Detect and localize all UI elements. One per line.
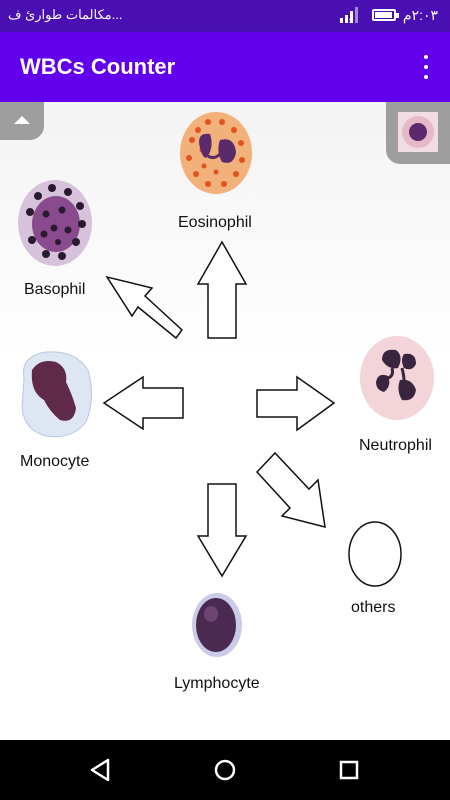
arrow-left-monocyte[interactable] [102,375,184,431]
arrow-upleft-basophil[interactable] [105,275,184,340]
more-vert-icon[interactable] [416,52,436,82]
cell-preview-button[interactable] [386,102,450,164]
app-title: WBCs Counter [20,54,176,79]
status-time: ٢:٠٣م [402,7,438,23]
others-label: others [351,599,396,616]
svg-text:x: x [349,18,353,23]
arrow-right-neutrophil[interactable] [256,375,336,432]
lymphocyte-label: Lymphocyte [174,675,260,692]
monocyte-label: Monocyte [20,453,90,470]
others-cell[interactable] [347,520,403,588]
battery-icon [372,9,399,21]
arrow-down-lymphocyte[interactable] [196,483,248,578]
status-bar: مكالمات طوارئ ف... x ٢:٠٣م [0,0,450,32]
neutrophil-cell[interactable] [358,334,436,422]
notification-text: مكالمات طوارئ ف... [8,7,123,22]
arrow-up-eosinophil[interactable] [196,240,248,339]
neutrophil-label: Neutrophil [359,437,432,454]
monocyte-cell[interactable] [16,348,94,440]
no-signal-icon: x [340,7,358,23]
cell-thumbnail-icon [398,112,438,152]
eosinophil-label: Eosinophil [178,214,252,231]
eosinophil-cell[interactable] [178,110,254,196]
arrow-downright-others[interactable] [255,451,326,529]
arrows-layer [102,240,336,578]
chevron-up-icon [14,116,30,124]
collapse-button[interactable] [0,102,44,140]
recents-square-icon[interactable] [334,755,364,785]
basophil-label: Basophil [24,281,86,298]
lymphocyte-cell[interactable] [191,592,243,658]
basophil-cell[interactable] [16,178,94,268]
app-bar: WBCs Counter [0,32,450,102]
navigation-bar [0,740,450,800]
home-circle-icon[interactable] [210,755,240,785]
back-triangle-icon[interactable] [86,755,116,785]
cell-selector-area: Eosinophil Basophil Monocyte Neutrophil … [0,102,450,740]
